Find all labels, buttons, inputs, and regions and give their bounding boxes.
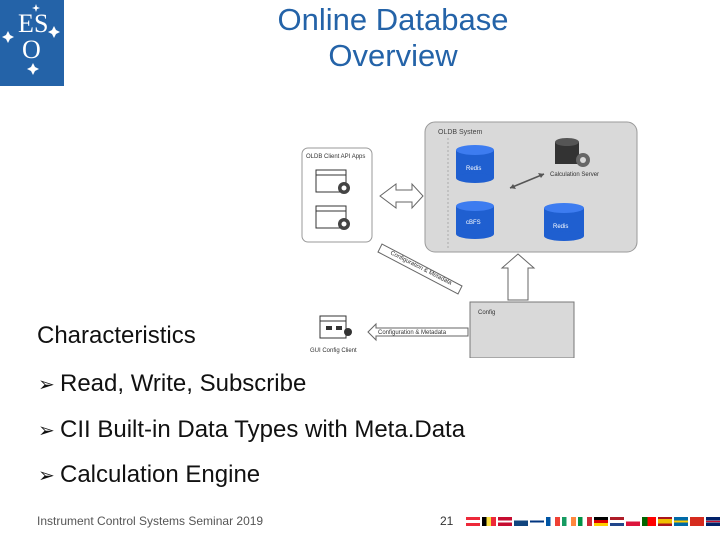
arrow-bullet-icon: ➢ xyxy=(38,420,55,442)
flag-icon xyxy=(690,517,704,526)
bullet-item: ➢Calculation Engine xyxy=(38,461,260,489)
gui-config-client-icon xyxy=(319,315,352,339)
flag-icon xyxy=(594,517,608,526)
svg-text:O: O xyxy=(22,35,41,64)
slide-title: Online Database Overview xyxy=(200,2,586,74)
config-up-arrow xyxy=(500,253,536,301)
client-api-label: OLDB Client API Apps xyxy=(306,154,365,160)
calc-label: Calculation Server xyxy=(550,172,599,178)
flag-icon xyxy=(706,517,720,526)
config-metadata-horizontal-arrow: Configuration & Metadata xyxy=(367,322,469,342)
bullet-text: Calculation Engine xyxy=(60,461,261,488)
svg-text:S: S xyxy=(34,9,48,38)
redis-cylinder-right: Redis xyxy=(544,203,584,241)
flag-icon xyxy=(674,517,688,526)
svg-text:E: E xyxy=(18,9,34,38)
oldb-system-label: OLDB System xyxy=(438,129,483,136)
flag-icon xyxy=(466,517,480,526)
arrow-bullet-icon: ➢ xyxy=(38,465,55,487)
flag-icon xyxy=(610,517,624,526)
flag-icon xyxy=(578,517,592,526)
flag-icon xyxy=(562,517,576,526)
config-box-label: Config xyxy=(478,310,495,316)
flag-icon xyxy=(530,517,544,526)
calculation-server: Calculation Server xyxy=(550,138,599,178)
title-line-2: Overview xyxy=(328,38,458,73)
redis-right-label: Redis xyxy=(553,224,568,230)
bullet-item: ➢CII Built-in Data Types with Meta.Data xyxy=(38,416,465,444)
flag-icon xyxy=(626,517,640,526)
flag-icon xyxy=(546,517,560,526)
flag-icon xyxy=(658,517,672,526)
bullet-item: ➢Read, Write, Subscribe xyxy=(38,370,306,398)
title-line-1: Online Database xyxy=(277,2,509,37)
eso-logo: E S O xyxy=(0,0,64,86)
client-app-icon-2 xyxy=(315,205,350,230)
client-app-icon-1 xyxy=(315,169,350,194)
flag-icon xyxy=(642,517,656,526)
cbfs-cylinder: cBFS xyxy=(456,201,494,239)
client-system-arrow xyxy=(379,182,424,210)
config-metadata-diagonal-label: Configuration & Metadata xyxy=(389,250,453,287)
cbfs-label: cBFS xyxy=(466,220,481,226)
gui-config-client-label: GUI Config Client xyxy=(310,348,357,354)
config-box xyxy=(469,301,575,359)
oldb-architecture-diagram: OLDB System Redis cBFS Calculation Serve… xyxy=(298,118,643,359)
page-number: 21 xyxy=(440,514,454,528)
redis-top-label: Redis xyxy=(466,166,481,172)
config-metadata-horizontal-label: Configuration & Metadata xyxy=(378,330,447,336)
flag-icon xyxy=(498,517,512,526)
bullet-text: Read, Write, Subscribe xyxy=(60,370,307,397)
flag-icon xyxy=(482,517,496,526)
redis-cylinder-top: Redis xyxy=(456,145,494,183)
bullet-text: CII Built-in Data Types with Meta.Data xyxy=(60,416,466,443)
characteristics-heading: Characteristics xyxy=(37,322,196,349)
flag-icon xyxy=(514,517,528,526)
footer-text: Instrument Control Systems Seminar 2019 xyxy=(37,514,264,528)
arrow-bullet-icon: ➢ xyxy=(38,374,55,396)
